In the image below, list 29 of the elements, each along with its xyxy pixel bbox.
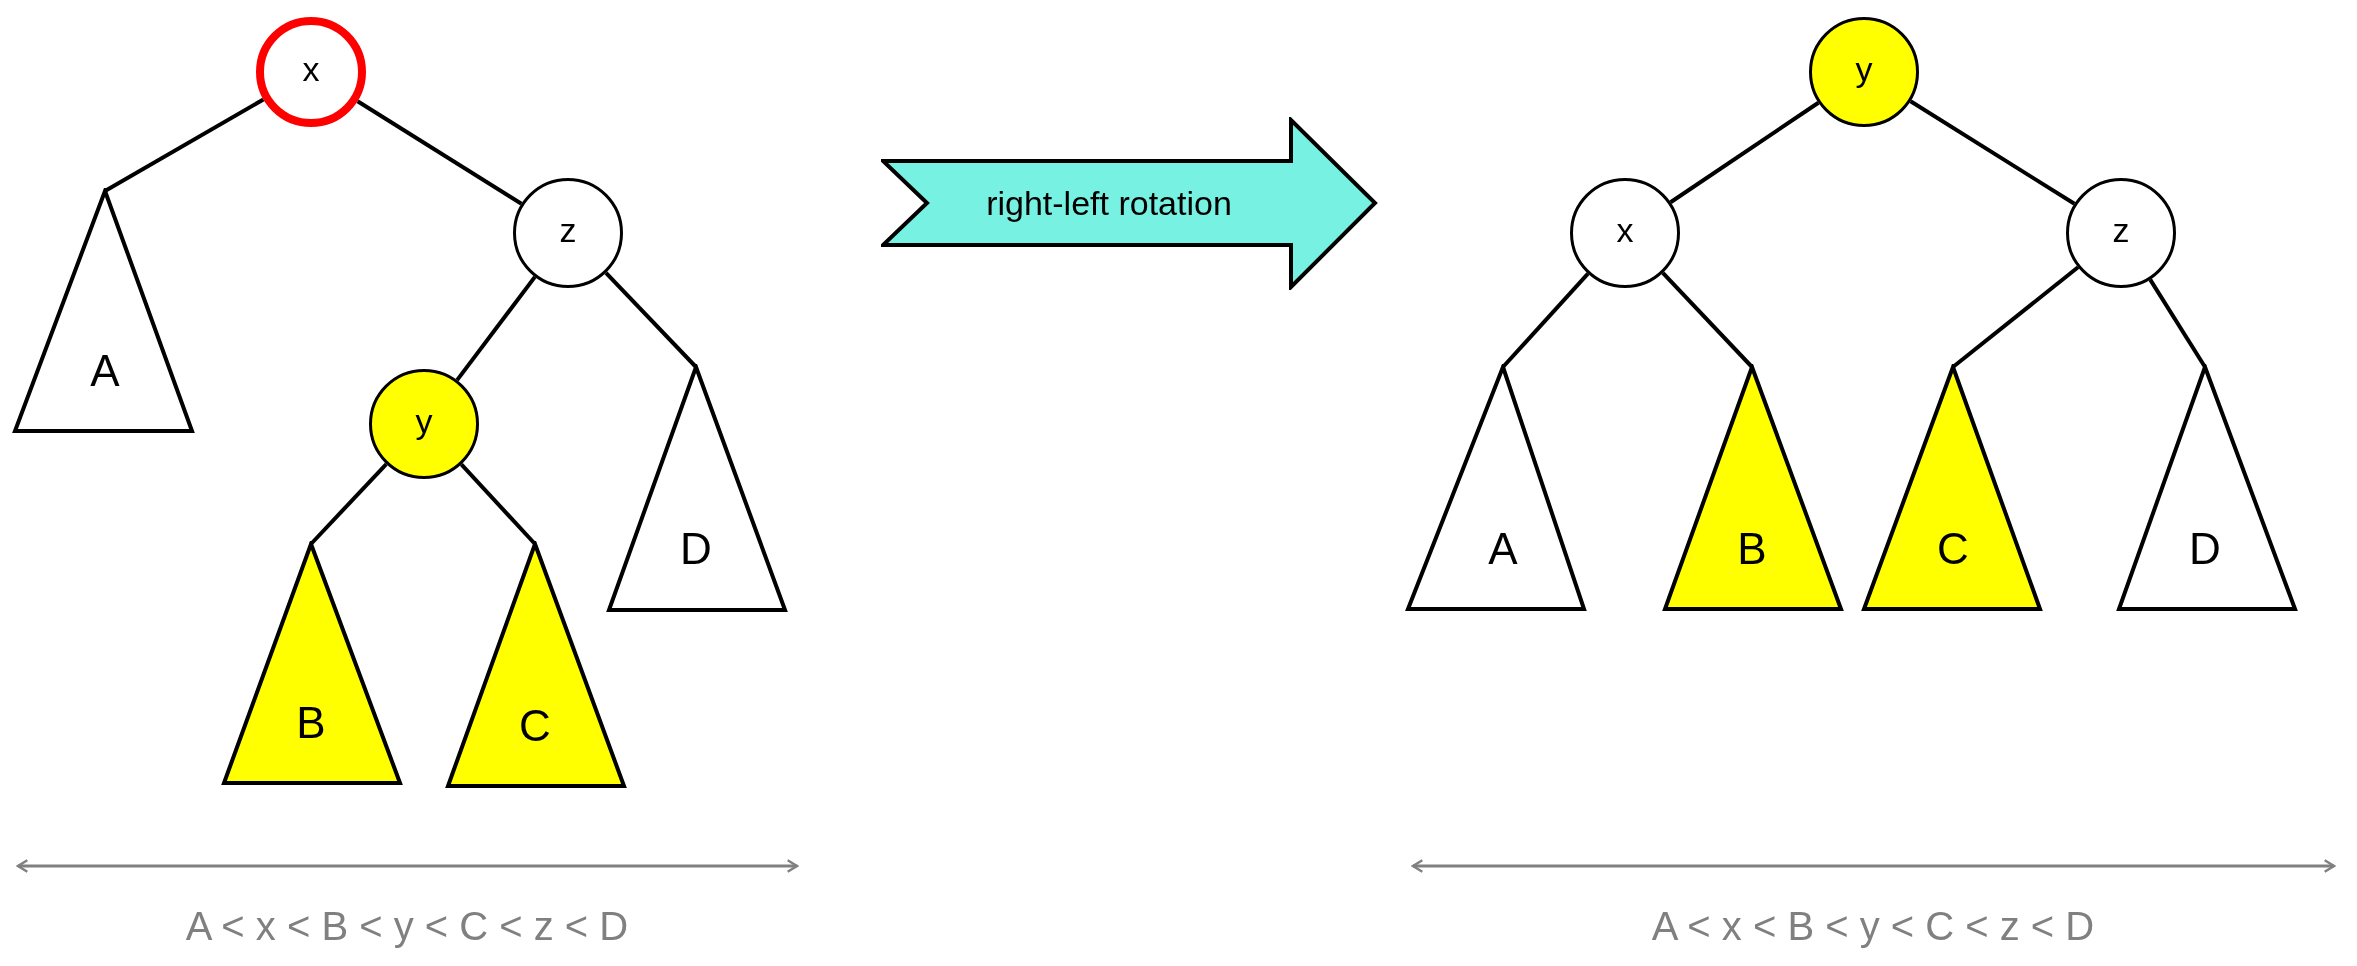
subtree-label: D [680,527,712,572]
subtree-label: B [1737,526,1767,571]
tree-edge [1661,271,1754,369]
subtree-label: C [519,703,551,748]
tree-edge [2148,278,2207,369]
tree-edge [1951,265,2080,369]
subtree-label: B [296,701,326,746]
node-label: z [559,213,577,247]
arrow-label: right-left rotation [985,182,1233,224]
subtree-label: D [2189,526,2221,571]
order-label: A < x < B < y < C < z < D [1651,904,2095,949]
subtree-label: A [90,349,120,393]
tree-edge [356,99,523,206]
tree-edge [1909,99,2076,206]
tree-edge [309,462,388,546]
subtree-label: C [1937,526,1969,571]
subtree-label: A [1488,526,1518,571]
order-label: A < x < B < y < C < z < D [185,904,629,949]
tree-edge [1501,272,1590,369]
node-label: x [302,52,320,86]
tree-edge [455,275,537,382]
node-label: y [1855,52,1873,86]
tree-edge [1669,101,1820,204]
node-label: z [2112,213,2130,247]
tree-edge [604,271,698,369]
node-label: x [1616,213,1634,247]
tree-edge [459,463,537,546]
node-label: y [415,404,433,438]
tree-edge [104,97,265,193]
